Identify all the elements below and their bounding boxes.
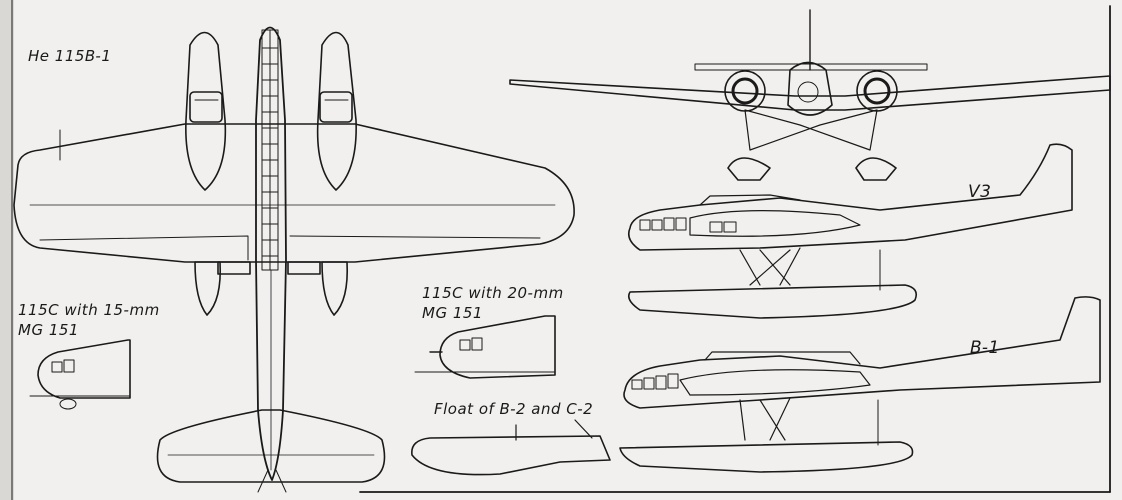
plan-nacelle-left — [185, 31, 227, 191]
label-float: Float of B-2 and C-2 — [434, 400, 594, 418]
label-v3: V3 — [968, 182, 992, 202]
float-b2-c2 — [411, 419, 611, 476]
float-outline — [411, 435, 611, 476]
front-view — [509, 9, 1111, 181]
b1-fuselage — [623, 296, 1101, 409]
v3-fuselage — [627, 143, 1073, 251]
plan-fuselage — [255, 26, 287, 481]
plan-view — [13, 26, 575, 493]
plan-float-left — [194, 261, 222, 316]
b1-canopy — [704, 351, 861, 365]
front-float-right — [855, 157, 897, 181]
plan-nacelle-right — [316, 31, 357, 191]
side-view-b1 — [619, 296, 1101, 473]
label-c20mm-line1: 115C with 20-mm — [422, 284, 564, 302]
detail-c15mm — [29, 339, 131, 410]
front-fuselage — [787, 61, 833, 116]
front-struts — [744, 109, 878, 151]
v3-windows — [639, 217, 737, 233]
plan-wing-flaps — [39, 235, 541, 261]
label-c15mm-line2: MG 151 — [18, 321, 79, 339]
label-he115b1: He 115B-1 — [28, 47, 112, 65]
b1-float — [619, 441, 914, 473]
side-view-v3 — [627, 143, 1073, 319]
label-c15mm: 115C with 15-mm MG 151 — [18, 300, 160, 340]
front-float-left — [727, 157, 771, 181]
plan-wing — [13, 123, 575, 263]
v3-canopy — [699, 194, 801, 206]
b1-nacelle — [679, 369, 871, 396]
plan-tailplane — [156, 409, 386, 483]
plan-float-right — [321, 261, 349, 316]
b1-struts — [739, 397, 791, 441]
label-b1: B-1 — [970, 338, 1000, 358]
b1-windows — [631, 373, 679, 390]
label-c20mm: 115C with 20-mm MG 151 — [422, 283, 564, 323]
label-c20mm-line2: MG 151 — [422, 304, 483, 322]
detail-c20mm — [414, 315, 556, 379]
front-wing — [509, 75, 1111, 111]
v3-nacelle — [689, 210, 861, 237]
plan-cockpit-frames — [261, 29, 279, 271]
v3-struts — [739, 247, 801, 286]
label-c15mm-line1: 115C with 15-mm — [18, 301, 160, 319]
v3-float — [627, 284, 918, 319]
front-engine-right — [856, 70, 898, 112]
